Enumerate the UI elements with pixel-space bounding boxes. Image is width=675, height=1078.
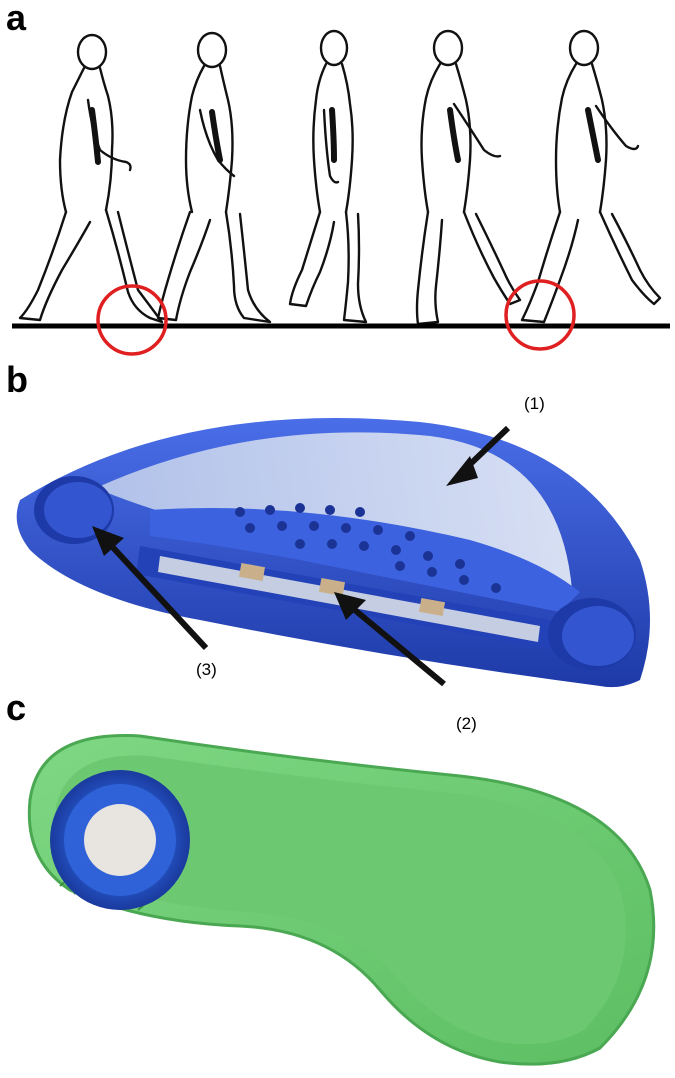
- insole-3d-illustration: [27, 734, 656, 1066]
- panel-b-insole-cross-section: b: [0, 359, 675, 733]
- heel-strike-marker-2: [504, 279, 576, 351]
- walking-figure-2: [156, 31, 272, 324]
- panel-c-insole-model: c c: [0, 690, 675, 1078]
- chamber-element-3: [418, 598, 446, 616]
- panel-letter-c-overlay: c: [6, 687, 27, 728]
- callout-label-3: (3): [196, 660, 217, 679]
- walking-figure-1: [18, 33, 164, 324]
- lattice-plate: [150, 508, 580, 612]
- insole-section-illustration: [16, 418, 650, 688]
- gait-illustration: [12, 29, 670, 356]
- panel-letter-a: a: [6, 0, 27, 38]
- callout-label-2: (2): [456, 714, 477, 733]
- heel-pad: [84, 804, 156, 876]
- callout-label-1: (1): [524, 394, 545, 413]
- chamber-element-1: [238, 563, 266, 581]
- walking-figure-3: [288, 29, 368, 324]
- insole-bed: [55, 755, 626, 1045]
- arrow-callout-3: [103, 537, 209, 651]
- arrow-callout-2: [348, 603, 446, 687]
- chamber-element-2: [318, 578, 346, 596]
- walking-figure-5: [520, 29, 662, 324]
- panel-letter-c: c: [6, 687, 27, 728]
- walking-figure-4: [415, 29, 522, 326]
- panel-letter-b: b: [6, 359, 28, 400]
- panel-a-gait-cycle: a: [0, 0, 675, 360]
- heel-strike-marker-1: [96, 284, 168, 356]
